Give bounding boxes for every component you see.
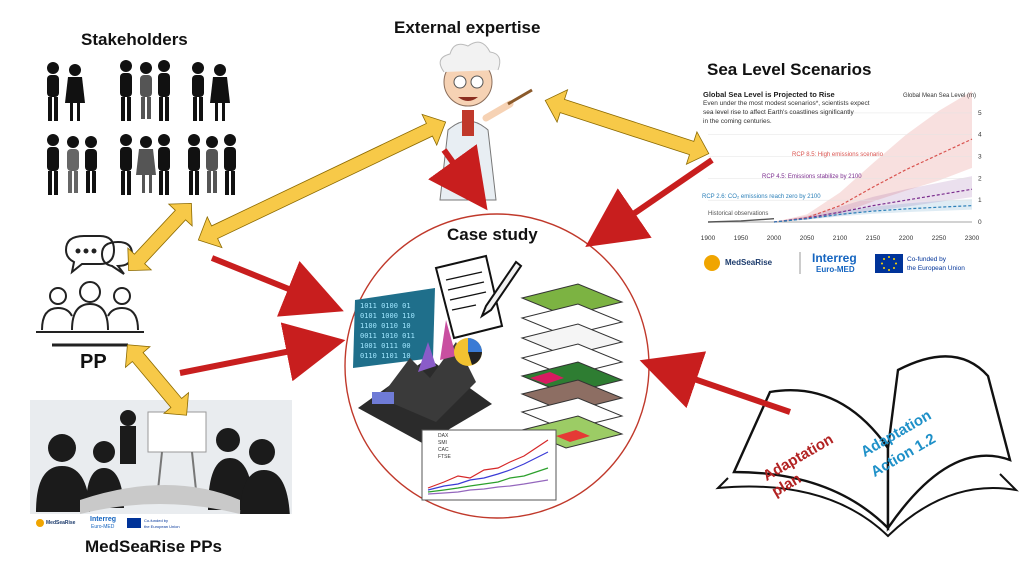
- slc-x-tick-label: 1950: [734, 235, 749, 242]
- slc-x-tick-label: 2100: [833, 235, 848, 242]
- sea-level-chart: 1900 1950 2000 2050 2100 2150 2200 2250 2300 0 1 2 3…: [700, 86, 982, 246]
- medsearise-pps-label: MedSeaRise PPs: [85, 537, 223, 556]
- stakeholders-silhouettes: [47, 60, 236, 195]
- medsearise-logo-icon: [704, 255, 720, 271]
- slc-x-tick-label: 2150: [866, 235, 881, 242]
- slc-y-tick-label: 1: [978, 197, 982, 204]
- arrow-pp-case-top: [210, 255, 344, 317]
- logo-strip: [704, 252, 903, 274]
- slc-y-tick-label: 0: [978, 219, 982, 226]
- slc-band-rcp85: [774, 91, 972, 222]
- photo-eu-line1: Co-funded by: [144, 518, 169, 523]
- gis-layers-image: [520, 283, 624, 449]
- photo-euromed-text: Euro-MED: [91, 524, 115, 530]
- medsearise-logo-small: [36, 519, 44, 527]
- stock-index-chart: [421, 429, 557, 501]
- slc-y-tick-label: 5: [978, 110, 982, 117]
- meeting-photo: [30, 400, 292, 532]
- stock-legend-smi: SMI: [438, 440, 447, 446]
- arrow-expertise-scenarios: [544, 89, 710, 165]
- adaptation-book: [715, 355, 1019, 538]
- svg-text:1001 0111 00: 1001 0111 00: [360, 342, 411, 350]
- slc-label-rcp45: RCP 4.5: Emissions stabilize by 2100: [762, 174, 862, 180]
- slc-x-tick-label: 2300: [965, 235, 980, 242]
- interreg-logo-text: Interreg: [812, 251, 857, 265]
- medsearise-logo-text: MedSeaRise: [725, 258, 773, 267]
- photo-medsearise-text: MedSeaRise: [46, 520, 76, 526]
- eu-cofunded-line2: the European Union: [907, 265, 965, 272]
- svg-text:0101 1000 110: 0101 1000 110: [360, 312, 415, 320]
- slc-series-line-1: [773, 188, 973, 223]
- slc-label-rcp85: RCP 8.5: High emissions scenario: [792, 152, 883, 158]
- arrow-pp-case-bottom: [179, 322, 346, 382]
- red-arrows: [179, 144, 791, 415]
- slc-subtitle-2: sea level rise to affect Earth's coastli…: [703, 109, 854, 116]
- svg-text:1011 0100 01: 1011 0100 01: [360, 302, 411, 310]
- slc-x-tick-label: 1900: [701, 235, 716, 242]
- stock-legend-ftse: FTSE: [438, 454, 451, 460]
- slc-label-historical: Historical observations: [708, 211, 769, 217]
- arrow-expertise-case: [428, 144, 488, 211]
- arrow-scenarios-case: [585, 157, 714, 247]
- eu-flag-icon: [875, 254, 903, 273]
- interreg-euromed-text: Euro-MED: [816, 265, 855, 274]
- slc-subtitle-3: in the coming centuries.: [703, 118, 772, 125]
- photo-interreg-text: Interreg: [90, 516, 117, 523]
- slc-subtitle-1: Even under the most modest scenarios*, s…: [703, 100, 870, 107]
- case-study-label: Case study: [447, 225, 538, 244]
- slc-x-tick-label: 2000: [767, 235, 782, 242]
- svg-text:1100 0110 10: 1100 0110 10: [360, 322, 411, 330]
- slc-x-tick-label: 2050: [800, 235, 815, 242]
- document-pen-icon: [434, 254, 523, 340]
- slc-band-rcp26: [774, 199, 972, 222]
- external-expertise-label: External expertise: [394, 18, 541, 37]
- arrow-book-case: [639, 351, 791, 415]
- stakeholders-label: Stakeholders: [81, 30, 188, 49]
- slc-series-line-0: [773, 138, 973, 223]
- slc-title: Global Sea Level is Projected to Rise: [703, 90, 835, 99]
- professor-illustration: [439, 41, 533, 201]
- pp-label: PP: [80, 351, 107, 373]
- svg-text:0011 1010 011: 0011 1010 011: [360, 332, 415, 340]
- slc-band-rcp45: [774, 176, 972, 222]
- slc-y-tick-label: 3: [978, 154, 982, 161]
- arrow-pp-medsearise: [124, 344, 190, 416]
- arrow-pp-expertise: [197, 113, 447, 249]
- slc-label-rcp26: RCP 2.6: CO₂ emissions reach zero by 210…: [702, 194, 821, 200]
- arrow-stakeholders-pp: [127, 202, 193, 272]
- yellow-arrows: [124, 89, 710, 416]
- slc-series-line-3: [707, 218, 775, 223]
- 3d-terrain-image: [358, 320, 492, 444]
- slc-y-tick-label: 4: [978, 132, 982, 139]
- slc-y-tick-label: 2: [978, 175, 982, 182]
- photo-eu-line2: the European Union: [144, 524, 180, 529]
- data-matrix-image: 1011 0100 01 0101 1000 110 1100 0110 10 00…: [353, 288, 435, 368]
- slc-x-tick-label: 2200: [899, 235, 914, 242]
- slc-ylabel: Global Mean Sea Level (m): [903, 93, 977, 99]
- eu-cofunded-line1: Co-funded by: [907, 256, 947, 263]
- stock-legend-dax: DAX: [438, 433, 449, 439]
- svg-text:0110 1101 10: 0110 1101 10: [360, 352, 411, 360]
- pp-meeting-icon: [36, 235, 144, 347]
- slc-x-tick-label: 2250: [932, 235, 947, 242]
- sea-level-scenarios-label: Sea Level Scenarios: [707, 60, 872, 79]
- slc-series-line-2: [773, 205, 973, 223]
- stock-legend-cac: CAC: [438, 447, 449, 453]
